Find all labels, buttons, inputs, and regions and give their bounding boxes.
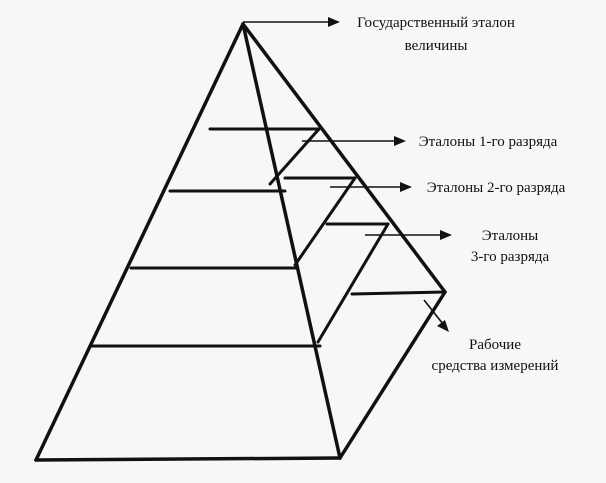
pyramid-front-right-edge <box>241 22 342 460</box>
pyramid-base-right <box>338 290 447 460</box>
label-rank-3-line2: 3-го разряда <box>471 249 550 265</box>
label-rank-1: Эталоны 1-го разряда <box>419 134 558 150</box>
level-labels: Государственный эталон величины Эталоны … <box>357 15 566 374</box>
label-working-line2: средства измерений <box>432 358 559 374</box>
arrow-working-instruments <box>423 299 449 332</box>
arrow-state-standard <box>243 17 340 27</box>
tier-1-side <box>268 127 321 186</box>
tier-lines <box>90 127 447 348</box>
label-state-standard-line2: величины <box>405 38 468 54</box>
pointer-arrows <box>243 17 452 332</box>
pyramid-base-front <box>34 456 342 462</box>
label-state-standard-line1: Государственный эталон <box>357 15 515 31</box>
arrow-rank-2 <box>330 182 412 192</box>
arrow-rank-1 <box>302 136 406 146</box>
arrow-rank-3 <box>365 230 452 240</box>
tier-2-side <box>293 176 357 267</box>
pyramid-left-edge <box>34 22 245 462</box>
label-rank-2: Эталоны 2-го разряда <box>427 180 566 196</box>
tier-4-back <box>350 290 447 296</box>
label-working-line1: Рабочие <box>469 337 521 353</box>
tier-3-side <box>316 222 390 344</box>
pyramid-frame <box>34 22 447 462</box>
label-rank-3-line1: Эталоны <box>482 228 539 244</box>
pyramid-back-right-edge <box>241 22 447 294</box>
